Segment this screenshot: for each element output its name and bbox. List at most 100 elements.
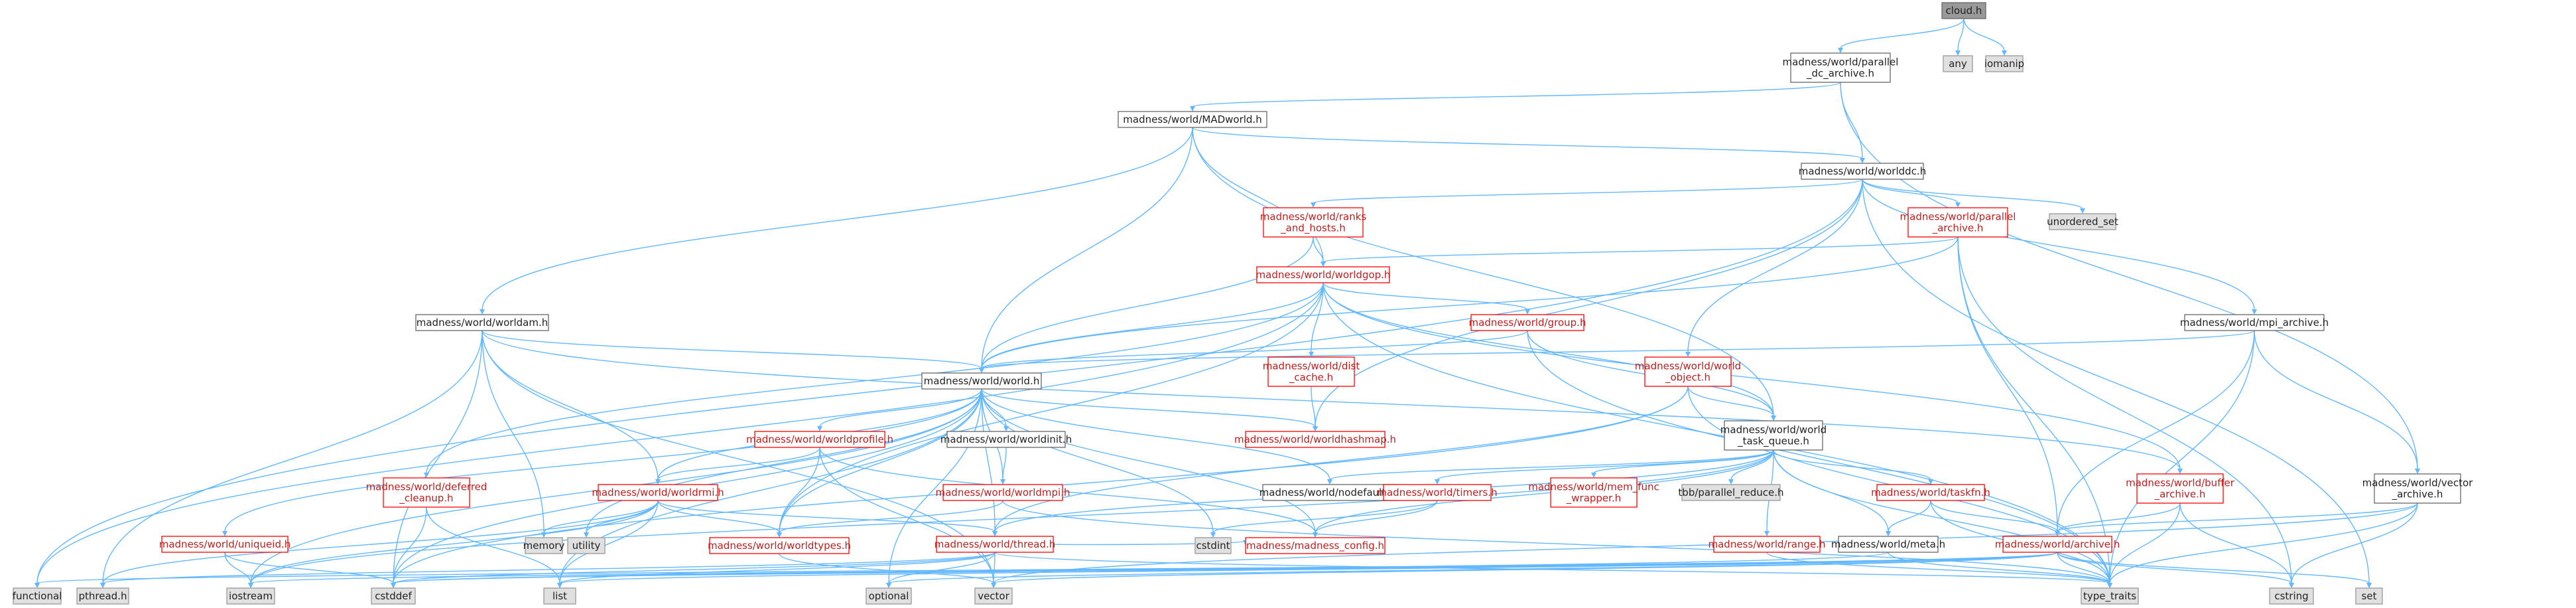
node-label: madness/world/vector <box>2362 477 2474 489</box>
edge-archive-to-cstddef <box>393 552 2058 584</box>
edge-arrowhead-archive-to-cstring <box>2289 583 2294 588</box>
node-world-obj[interactable]: madness/world/world_object.h <box>1635 356 1741 387</box>
edge-worldprofile-to-worldtypes <box>779 447 820 534</box>
edge-arrowhead-madworld-to-worlddc <box>1860 158 1865 163</box>
edge-arrowhead-task_queue-to-taskfn <box>1928 479 1933 485</box>
node-worldmpi[interactable]: madness/world/worldmpi.h <box>936 484 1070 501</box>
node-par-dc[interactable]: madness/world/parallel_dc_archive.h <box>1783 52 1899 83</box>
edge-cloud-to-any <box>1957 18 1964 52</box>
node-label: madness/world/world.h <box>924 375 1040 387</box>
node-par-arch[interactable]: madness/world/parallel_archive.h <box>1900 207 2016 238</box>
node-ranks[interactable]: madness/world/ranks_and_hosts.h <box>1260 207 1367 238</box>
node-range[interactable]: madness/world/range.h <box>1708 536 1826 553</box>
node-uniqueid[interactable]: madness/world/uniqueid.h <box>159 536 291 553</box>
edge-archive-to-cstring <box>2057 552 2292 584</box>
edge-worlddc-to-mpi_arch <box>1862 179 2255 311</box>
edge-worlddc-to-par_arch <box>1862 179 1959 204</box>
node-box <box>1263 207 1364 238</box>
node-worldinit[interactable]: madness/world/worldinit.h <box>940 431 1072 448</box>
node-nodefaults[interactable]: madness/world/nodefaults.h <box>1259 484 1401 501</box>
node-config[interactable]: madness/madness_config.h <box>1245 537 1385 554</box>
node-meta[interactable]: madness/world/meta.h <box>1831 536 1945 553</box>
node-distcache[interactable]: madness/world/dist_cache.h <box>1263 356 1360 387</box>
node-cstring: cstring <box>2269 587 2314 605</box>
edge-task_queue-to-config <box>1315 449 1774 534</box>
edge-arrowhead-madworld-to-worldam <box>480 309 485 315</box>
node-worldtypes[interactable]: madness/world/worldtypes.h <box>708 537 851 554</box>
node-buffer-arch[interactable]: madness/world/buffer_archive.h <box>2126 473 2235 504</box>
node-label: madness/world/uniqueid.h <box>159 538 291 550</box>
node-memfunc[interactable]: madness/world/mem_func_wrapper.h <box>1528 477 1659 508</box>
node-box <box>936 536 1054 553</box>
node-archive[interactable]: madness/world/archive.h <box>1995 536 2120 553</box>
edge-archive-to-iostream <box>250 552 2058 584</box>
node-worldprofile[interactable]: madness/world/worldprofile.h <box>746 431 893 448</box>
node-box <box>1194 537 1232 554</box>
node-box <box>974 587 1013 605</box>
node-vector-arch[interactable]: madness/world/vector_archive.h <box>2362 473 2474 504</box>
edge-thread-to-list <box>559 552 996 584</box>
node-taskfn[interactable]: madness/world/taskfn.h <box>1871 484 1990 501</box>
edge-worldgop-to-type_traits <box>1322 282 2110 584</box>
node-group[interactable]: madness/world/group.h <box>1469 314 1586 331</box>
node-vector: vector <box>974 587 1013 605</box>
edge-worldgop-to-buffer_arch <box>1322 282 2181 470</box>
node-optional: optional <box>866 587 912 605</box>
edge-vector_arch-to-vector <box>993 502 2418 584</box>
node-label: _dc_archive.h <box>1806 68 1874 80</box>
node-any: any <box>1943 55 1973 72</box>
edge-worldam-to-cstddef <box>393 330 483 584</box>
node-label: cstdint <box>1196 540 1230 552</box>
node-box <box>1256 266 1390 283</box>
edge-arrowhead-worldgop-to-group <box>1525 309 1530 315</box>
node-world[interactable]: madness/world/world.h <box>921 372 1042 390</box>
node-box <box>1245 431 1385 448</box>
node-label: any <box>1949 58 1967 70</box>
edge-worldrmi-to-iostream <box>250 500 659 584</box>
node-label: madness/world/worldtypes.h <box>708 540 851 552</box>
node-deferred[interactable]: madness/world/deferred_cleanup.h <box>366 477 487 508</box>
node-box <box>76 587 129 605</box>
node-tbb: tbb/parallel_reduce.h <box>1678 484 1784 501</box>
edge-worldmpi-to-type_traits <box>1002 500 2110 584</box>
node-box <box>1644 356 1732 387</box>
node-box <box>709 537 850 554</box>
edge-madworld-to-worldam <box>482 127 1193 311</box>
node-cloud[interactable]: cloud.h <box>1941 2 1986 19</box>
node-pthread: pthread.h <box>76 587 129 605</box>
node-box <box>2002 536 2112 553</box>
node-worldam[interactable]: madness/world/worldam.h <box>415 314 549 331</box>
node-worldrmi[interactable]: madness/world/worldrmi.h <box>592 484 724 501</box>
node-box <box>543 587 576 605</box>
node-label: madness/world/worldgop.h <box>1256 269 1391 281</box>
edge-group-to-world <box>981 330 1528 369</box>
node-hashmap[interactable]: madness/world/worldhashmap.h <box>1234 431 1396 448</box>
node-label: utility <box>572 540 601 552</box>
node-label: tbb/parallel_reduce.h <box>1678 487 1783 499</box>
node-label: list <box>552 590 567 602</box>
node-box <box>371 587 416 605</box>
node-worlddc[interactable]: madness/world/worlddc.h <box>1799 163 1926 180</box>
node-box <box>1985 55 2024 72</box>
node-madworld[interactable]: madness/world/MADworld.h <box>1118 111 1267 128</box>
node-label: optional <box>869 590 909 602</box>
node-timers[interactable]: madness/world/timers.h <box>1377 484 1498 501</box>
edge-timers-to-config <box>1315 500 1438 534</box>
node-task-queue[interactable]: madness/world/world_task_queue.h <box>1720 420 1827 451</box>
node-utility: utility <box>567 537 606 554</box>
edge-worlddc-to-set <box>1862 179 2370 584</box>
node-box <box>383 477 470 508</box>
node-mpi-arch[interactable]: madness/world/mpi_archive.h <box>2180 314 2329 331</box>
edge-arrowhead-cloud-to-iomanip <box>2002 50 2007 56</box>
edge-ranks-to-world <box>981 236 1314 369</box>
edge-group-to-type_traits <box>1527 330 2110 584</box>
edge-worlddc-to-unordered_set <box>1862 179 2083 210</box>
edge-worlddc-to-hashmap <box>1315 179 1863 427</box>
node-worldgop[interactable]: madness/world/worldgop.h <box>1256 266 1391 283</box>
edge-worldrmi-to-list <box>559 500 659 584</box>
node-box <box>2049 213 2116 230</box>
node-label: madness/world/dist <box>1263 360 1360 372</box>
node-label: madness/world/mem_func <box>1528 481 1659 494</box>
edge-world-to-thread <box>981 388 996 532</box>
node-thread[interactable]: madness/world/thread.h <box>934 536 1056 553</box>
